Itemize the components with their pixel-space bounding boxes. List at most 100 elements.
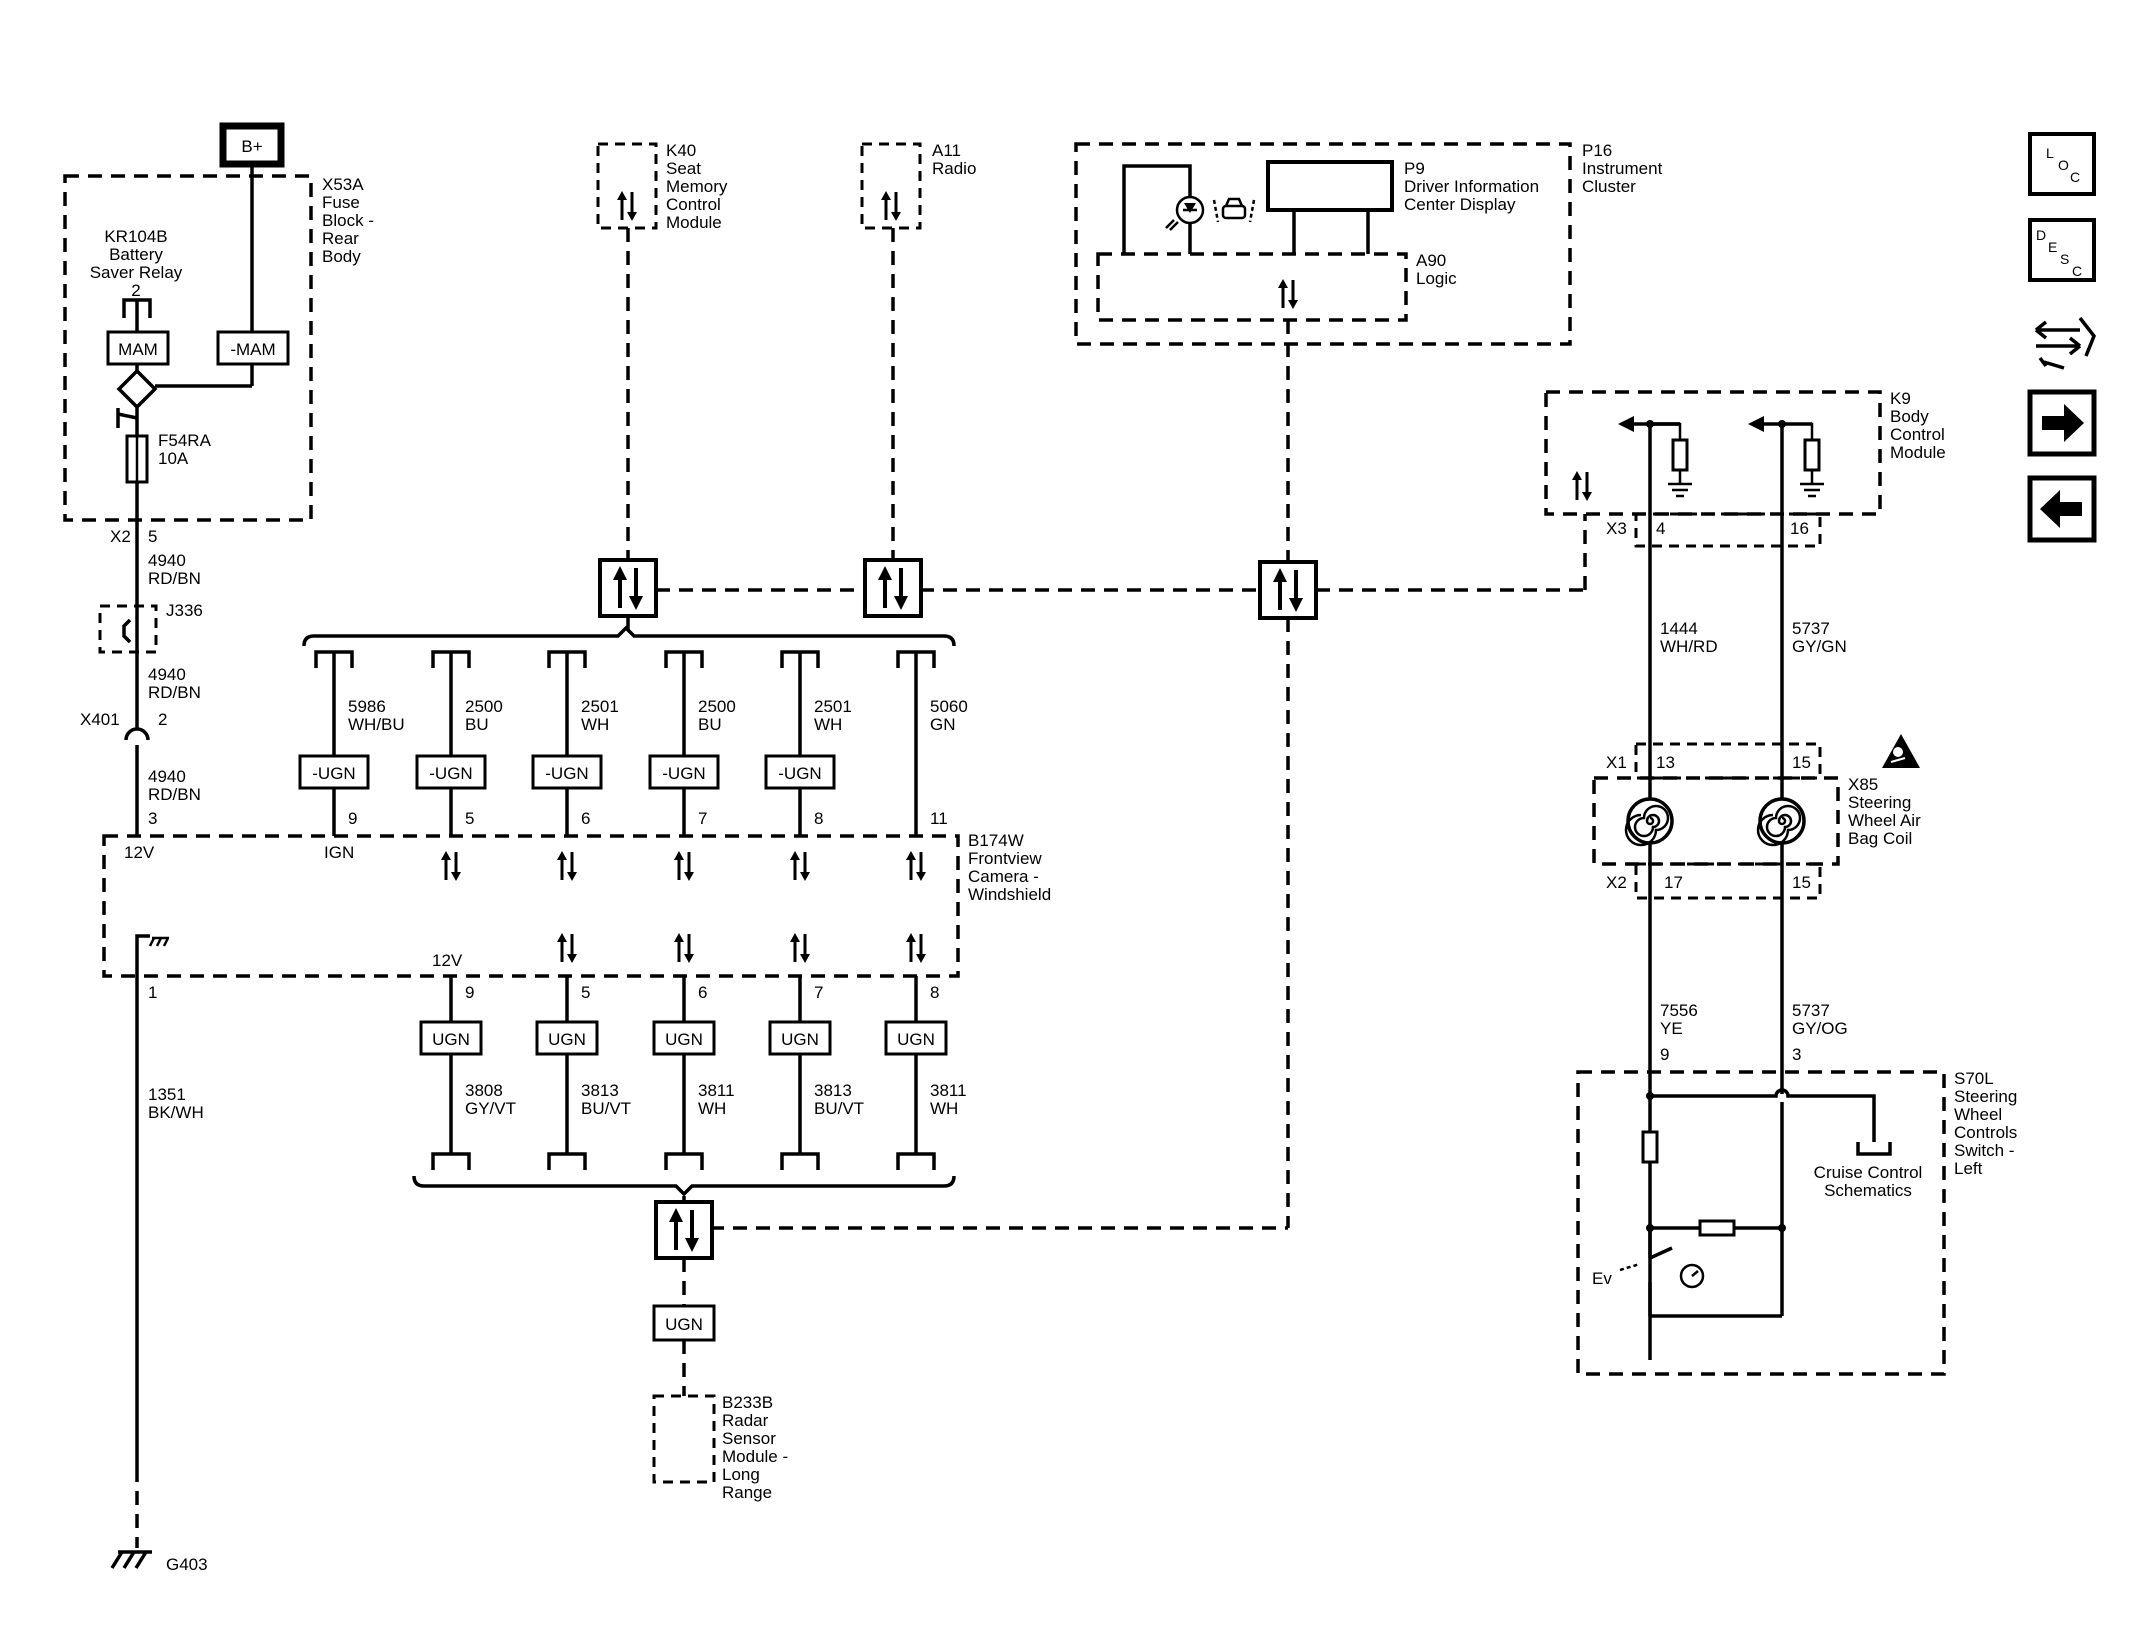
j336-label: J336 xyxy=(166,601,203,620)
fuse-rating: 10A xyxy=(158,449,189,468)
k9-wire-2-num: 5737 xyxy=(1792,619,1830,638)
relay-desc-1: Battery xyxy=(109,245,163,264)
k40-outline xyxy=(596,142,658,230)
relay-desc-2: Saver Relay xyxy=(90,263,183,282)
clockspring-coil-2 xyxy=(1756,797,1806,847)
camera-desc: Frontview Camera - Windshield xyxy=(968,849,1051,904)
x85-x2-pin-15: 15 xyxy=(1792,873,1811,892)
upper-wire-num: 2500 xyxy=(465,697,503,716)
splice-j336 xyxy=(98,604,158,654)
next-arrow-button[interactable] xyxy=(2027,389,2097,457)
svg-text:-MAM: -MAM xyxy=(230,340,275,359)
k9-wire-1-num: 1444 xyxy=(1660,619,1698,638)
hub-upper-1 xyxy=(600,560,656,616)
lower-ugn-label: UGN xyxy=(432,1030,470,1049)
s70l-internal-circuit: Ev xyxy=(1592,1088,1892,1318)
b233b-name: B233B xyxy=(722,1393,773,1412)
lower-wire-pin: 9 xyxy=(465,983,474,1002)
upper-ugn-box: -UGN xyxy=(531,754,603,790)
k9-x3-connector xyxy=(1634,512,1822,548)
lower-wire-pin: 6 xyxy=(698,983,707,1002)
svg-text:B+: B+ xyxy=(241,137,262,156)
s70-wire-1-pin: 9 xyxy=(1660,1045,1669,1064)
upper-wire-pin: 9 xyxy=(348,809,357,828)
hub-lower xyxy=(656,1202,712,1258)
svg-text:Module: Module xyxy=(666,213,722,232)
svg-text:UGN: UGN xyxy=(665,1315,703,1334)
x401-pin-label: 2 xyxy=(158,710,167,729)
upper-wire-num: 5986 xyxy=(348,697,386,716)
upper-ugn-box: -UGN xyxy=(648,754,720,790)
camera-bus-arrow-lower xyxy=(555,931,579,965)
svg-text:Bag Coil: Bag Coil xyxy=(1848,829,1912,848)
p16-name: P16 xyxy=(1582,141,1612,160)
camera-lower-12v: 12V xyxy=(432,951,463,970)
b233b-outline xyxy=(652,1394,716,1484)
wire-4940-color-a: RD/BN xyxy=(148,569,201,588)
p9-desc-2: Center Display xyxy=(1404,195,1516,214)
x85-coil-outline xyxy=(1592,776,1840,866)
lower-wire-num: 3813 xyxy=(814,1081,852,1100)
upper-wire-pin: 8 xyxy=(814,809,823,828)
svg-text:L: L xyxy=(2046,145,2054,161)
svg-text:Switch -: Switch - xyxy=(1954,1141,2014,1160)
loc-button[interactable]: L O C xyxy=(2028,132,2096,196)
ground-g403-label: G403 xyxy=(166,1555,208,1574)
radar-ugn-box: UGN xyxy=(652,1304,716,1342)
relay-neg-mam-box: -MAM xyxy=(216,330,290,366)
x2-conn-label: X2 xyxy=(110,527,131,546)
upper-wire-pin: 5 xyxy=(465,809,474,828)
lower-wire-num: 3808 xyxy=(465,1081,503,1100)
x85-name: X85 xyxy=(1848,775,1878,794)
svg-text:Body: Body xyxy=(322,247,361,266)
svg-text:C: C xyxy=(2070,169,2080,185)
a11-name: A11 xyxy=(932,141,961,160)
connector-view-icon[interactable] xyxy=(2034,316,2096,370)
svg-text:Fuse: Fuse xyxy=(322,193,360,212)
p9-name: P9 xyxy=(1404,159,1425,178)
x85-x1-label: X1 xyxy=(1606,753,1627,772)
a90-desc: Logic xyxy=(1416,269,1457,288)
b233b-desc: Radar Sensor Module - Long Range xyxy=(722,1411,788,1502)
wire-4940-num-c: 4940 xyxy=(148,767,186,786)
lower-ugn-box: UGN xyxy=(768,1020,832,1056)
relay-contact-symbol xyxy=(116,368,158,410)
x85-x2-connector xyxy=(1634,862,1822,900)
svg-text:Block -: Block - xyxy=(322,211,374,230)
lower-wire-num: 3811 xyxy=(930,1081,967,1100)
camera-bus-arrow xyxy=(672,849,696,883)
s70l-outline xyxy=(1576,1070,1946,1376)
upper-ugn-label: -UGN xyxy=(778,764,821,783)
x85-x1-pin-15: 15 xyxy=(1792,753,1811,772)
inline-connector-x401 xyxy=(124,727,150,741)
a90-name: A90 xyxy=(1416,251,1446,270)
upper-bus-bracket xyxy=(302,625,956,647)
upper-wire-color: WH/BU xyxy=(348,715,405,734)
lower-wire-num: 3811 xyxy=(698,1081,735,1100)
upper-wire-num: 2500 xyxy=(698,697,736,716)
desc-button[interactable]: D E S C xyxy=(2028,218,2096,282)
svg-text:Wheel: Wheel xyxy=(1954,1105,2002,1124)
hub-cluster xyxy=(1260,562,1316,618)
lower-wire-color: GY/VT xyxy=(465,1099,516,1118)
camera-ground-pin: 1 xyxy=(148,983,157,1002)
wire-4940-color-c: RD/BN xyxy=(148,785,201,804)
camera-bus-arrow-lower xyxy=(788,931,812,965)
lower-wire-color: BU/VT xyxy=(581,1099,631,1118)
svg-text:Camera -: Camera - xyxy=(968,867,1039,886)
previous-arrow-button[interactable] xyxy=(2027,475,2097,543)
relay-pin: 2 xyxy=(131,281,140,300)
x401-conn-label: X401 xyxy=(80,710,120,729)
